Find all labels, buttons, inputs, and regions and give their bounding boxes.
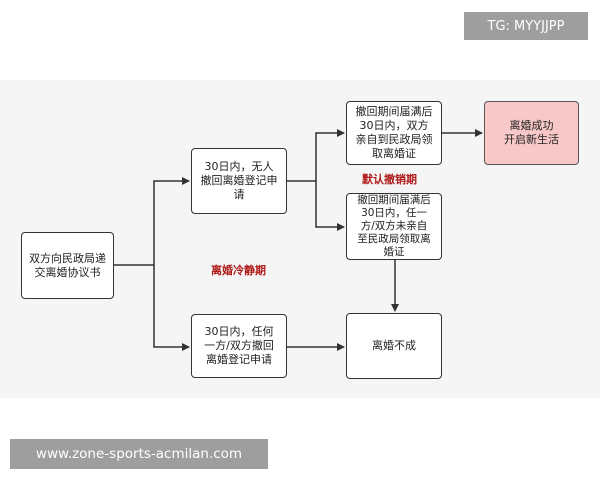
node-not-go: 撤回期间届满后 30日内，任一 方/双方未亲自 至民政局领取离 婚证 bbox=[346, 193, 442, 260]
connector-start-to-no-revoke bbox=[114, 177, 190, 266]
connector-start-to-revoke bbox=[153, 265, 190, 351]
node-both-go: 撤回期间届满后 30日内，双方 亲自到民政局领 取离婚证 bbox=[346, 101, 442, 165]
node-start: 双方向民政局递 交离婚协议书 bbox=[21, 232, 114, 299]
top-tag: TG: MYYJJPP bbox=[464, 12, 588, 40]
label-cooling-off-period: 离婚冷静期 bbox=[211, 264, 266, 277]
node-no-revoke: 30日内，无人 撤回离婚登记申 请 bbox=[191, 148, 287, 214]
watermark-url: www.zone-sports-acmilan.com bbox=[10, 439, 268, 469]
connector-no-revoke-to-not-go bbox=[315, 181, 345, 231]
node-revoke: 30日内，任何 一方/双方撤回 离婚登记申请 bbox=[191, 314, 287, 378]
label-default-revoke-period: 默认撤销期 bbox=[362, 173, 417, 186]
node-success: 离婚成功 开启新生活 bbox=[484, 101, 579, 165]
connector-no-revoke-to-both-go bbox=[287, 129, 345, 182]
node-fail: 离婚不成 bbox=[346, 313, 442, 379]
